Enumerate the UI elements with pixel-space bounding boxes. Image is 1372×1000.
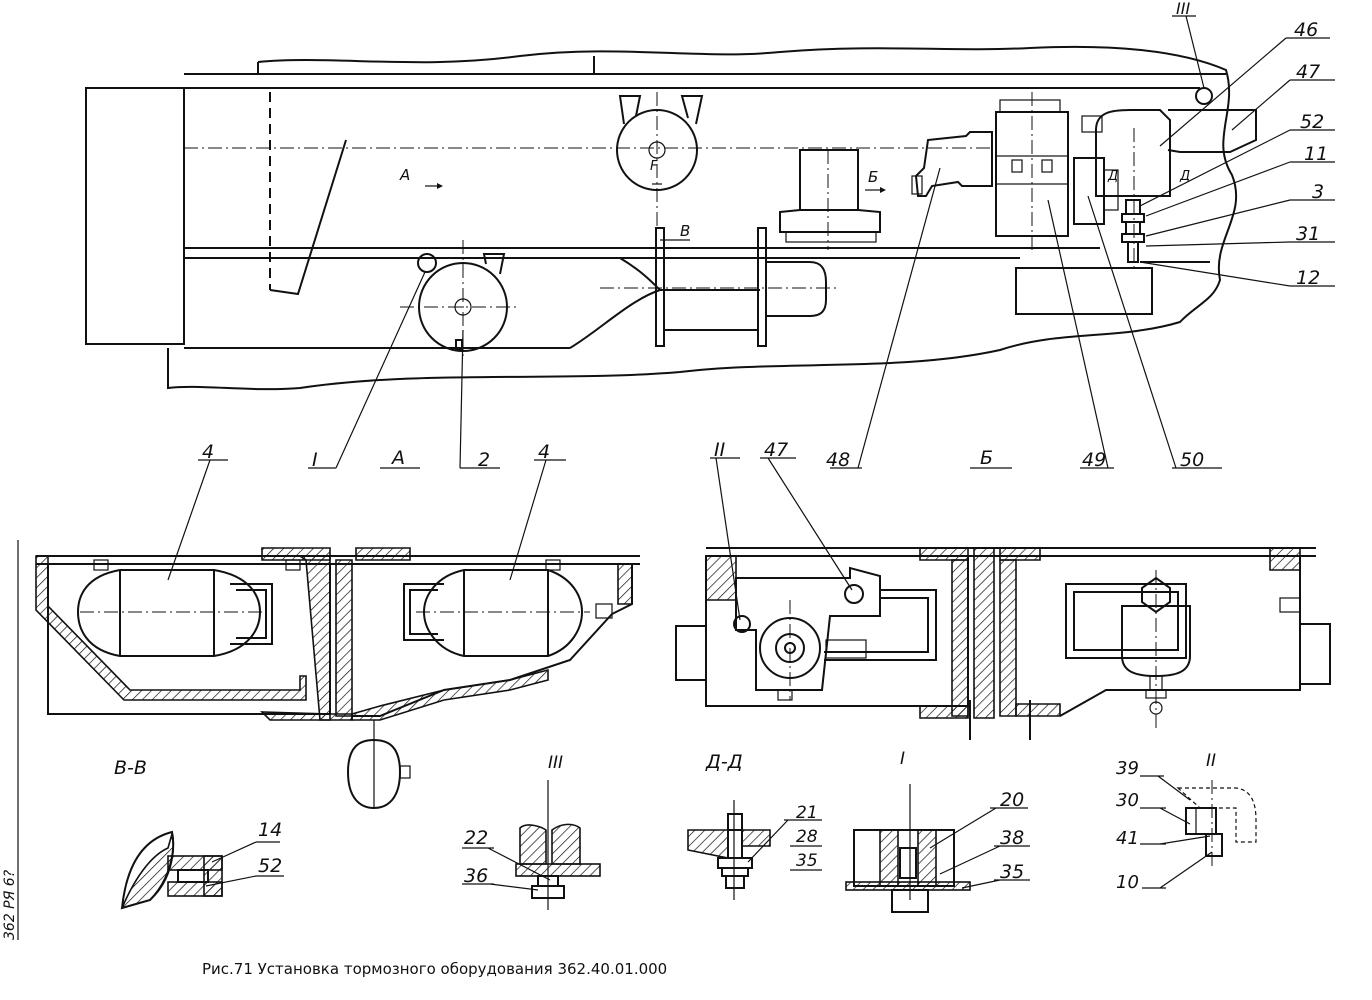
callout-52-top: 52 [1300, 111, 1324, 133]
leader-41 [1140, 835, 1211, 845]
callout-21: 21 [796, 803, 818, 823]
leader-36 [462, 883, 539, 891]
detail-III-callout: III [1176, 0, 1190, 18]
callout-12: 12 [1296, 267, 1320, 289]
callout-30: 30 [1116, 790, 1139, 811]
fitting-II [733, 615, 751, 633]
figure-caption: Рис.71 Установка тормозного оборудования… [202, 960, 668, 978]
callout-41: 41 [1116, 828, 1139, 849]
callout-28: 28 [796, 827, 818, 847]
callout-2: 2 [478, 449, 490, 471]
detail-II-title: II [1206, 751, 1216, 771]
section-vv-title: В-В [114, 757, 147, 779]
frame-break-outline [167, 45, 1238, 391]
reservoir-4-right [422, 569, 584, 657]
leader-21 [747, 819, 822, 863]
leader-35 [961, 879, 1030, 889]
detail-I [845, 784, 971, 913]
view-v-arrow-label: В [680, 222, 690, 240]
callout-48: 48 [826, 449, 850, 471]
callout-20: 20 [1000, 789, 1024, 811]
view-a-arrow-label: А [399, 166, 410, 184]
cross-beam-flange-left [655, 227, 665, 347]
callout-10: 10 [1116, 872, 1139, 893]
callout-31: 31 [1296, 223, 1320, 245]
side-elevation-view [85, 45, 1257, 391]
section-dd-title: Д-Д [705, 751, 743, 773]
callout-22: 22 [464, 827, 488, 849]
callout-4-right: 4 [538, 441, 550, 463]
reservoir-fitting [417, 253, 437, 273]
leader-20 [929, 807, 1028, 849]
callout-3: 3 [1312, 181, 1324, 203]
detail-II [1176, 780, 1257, 870]
leader-39 [1140, 775, 1191, 801]
detail-III [515, 780, 601, 910]
detail-I-title: I [900, 749, 905, 769]
view-b-title: Б [980, 447, 993, 469]
view-a-section [35, 547, 640, 810]
block-50 [1073, 157, 1105, 225]
view-a-title: А [390, 447, 405, 469]
callout-38: 38 [1000, 827, 1024, 849]
detail-I-callout: I [312, 449, 318, 471]
side-stamp: 362 РЯ 6? [2, 869, 18, 940]
brake-crane-48 [914, 131, 993, 197]
leader-52 [205, 875, 284, 887]
frame-end-block [85, 87, 185, 345]
detail-II-callout: II [714, 439, 726, 461]
callout-49: 49 [1082, 449, 1106, 471]
section-dd-detail [687, 800, 771, 900]
fitting-III [1195, 87, 1213, 105]
callout-47-view: 47 [764, 439, 788, 461]
view-a-leaders [167, 459, 566, 581]
view-d-label-bottom: Д [1179, 169, 1190, 184]
callout-11: 11 [1304, 143, 1328, 165]
callout-35-I: 35 [1000, 861, 1024, 883]
leader-30 [1140, 807, 1191, 825]
leader-14 [211, 841, 280, 863]
section-vv-detail [120, 830, 223, 910]
reservoir-47 [1095, 109, 1171, 197]
view-b-arrow-label: Б [868, 168, 878, 186]
top-view-leaders [308, 15, 1335, 469]
callout-52-vv: 52 [258, 855, 282, 877]
detail-III-title: III [548, 753, 563, 773]
leader-10 [1142, 851, 1213, 889]
view-b-leaders [710, 457, 853, 621]
callout-4-left: 4 [202, 441, 214, 463]
callout-39: 39 [1116, 758, 1139, 779]
view-b-section [675, 547, 1331, 740]
callout-50: 50 [1180, 449, 1204, 471]
callout-36: 36 [464, 865, 488, 887]
view-d-label-top: Д [1107, 169, 1118, 184]
callout-47-top: 47 [1296, 61, 1320, 83]
leader-38 [939, 845, 1030, 875]
leader-22 [462, 847, 551, 881]
pedestal [799, 149, 859, 211]
crane-assembly [735, 566, 881, 691]
moisture-collector [1121, 605, 1191, 678]
callout-14: 14 [258, 819, 282, 841]
callout-46: 46 [1294, 19, 1318, 41]
cross-beam-flange-right [757, 227, 767, 347]
force-label: F [650, 159, 658, 174]
callout-35-dd: 35 [796, 851, 818, 871]
